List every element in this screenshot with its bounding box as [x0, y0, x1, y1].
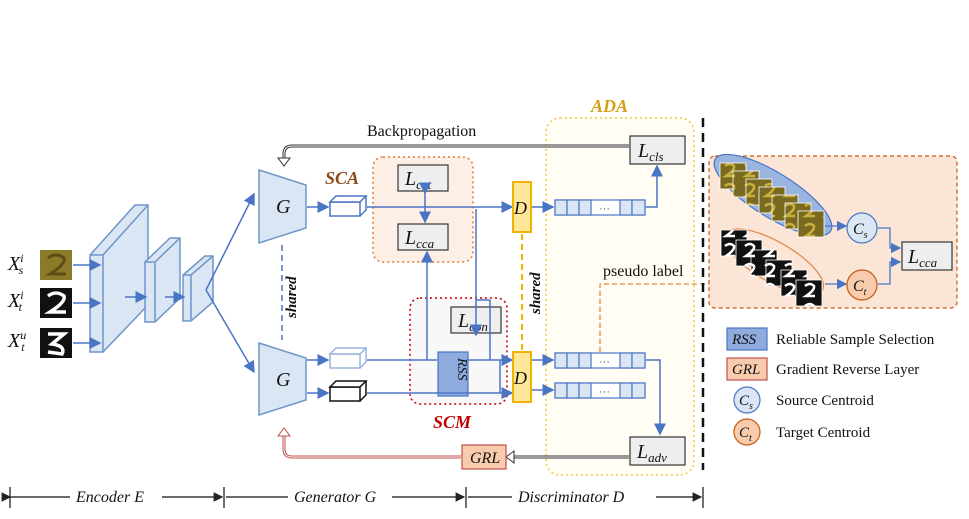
svg-text:Lcca: Lcca	[907, 246, 938, 270]
svg-text:Reliable Sample Selection: Reliable Sample Selection	[776, 332, 935, 348]
ellipsis-top: ···	[599, 203, 610, 215]
discriminator-bottom: D	[512, 351, 532, 403]
output-vector-top	[554, 199, 646, 216]
generator-shared-label: shared	[284, 276, 300, 319]
target-centroid-node: Ct	[846, 269, 878, 301]
svg-text:Ct: Ct	[853, 278, 867, 298]
bottom-ruler	[1, 487, 704, 508]
encoder-blocks	[89, 204, 214, 353]
ada-region	[545, 117, 695, 476]
svg-text:Lcls: Lcls	[637, 140, 664, 164]
inset-loss-cca-box: Lcca	[901, 241, 953, 271]
feature-source	[328, 195, 368, 217]
svg-text:Source Centroid: Source Centroid	[776, 393, 874, 409]
loss-adv-box: Ladv	[629, 436, 686, 466]
rss-block: RSS	[437, 351, 469, 397]
output-vectors	[554, 199, 646, 399]
target-digit	[43, 291, 66, 314]
generator-top: G	[258, 168, 307, 245]
generator-to-feature-arrows	[307, 201, 330, 399]
svg-text:Cs: Cs	[853, 221, 868, 241]
output-vector-mid	[554, 352, 646, 369]
svg-text:RSS: RSS	[731, 332, 757, 348]
encoder-label: Encoder E	[75, 489, 144, 506]
pseudo-label-line	[599, 252, 731, 352]
generator-label: Generator G	[294, 489, 377, 506]
loss-cca-box: Lcca	[397, 223, 449, 251]
grl-arrow-left	[277, 427, 461, 459]
legend-source-centroid: Cs Source Centroid	[733, 386, 874, 414]
legend: RSS Reliable Sample Selection GRL Gradie…	[726, 327, 935, 446]
scm-title: SCM	[433, 412, 472, 432]
inset-arrows	[825, 220, 902, 290]
svg-text:GRL: GRL	[732, 362, 760, 378]
loss-cls-box: Lcls	[629, 135, 686, 165]
encoder-layer-1	[89, 204, 149, 353]
backprop-arrow	[277, 144, 629, 167]
generator-bottom-label: G	[276, 369, 291, 391]
flow-lines	[367, 201, 514, 399]
ellipsis-bottom: ···	[599, 386, 610, 398]
output-vector-bottom	[554, 382, 646, 399]
encoder-arrows	[73, 192, 255, 374]
input-images	[40, 250, 72, 358]
svg-text:D: D	[513, 198, 527, 218]
svg-text:Gradient Reverse Layer: Gradient Reverse Layer	[776, 362, 919, 378]
discriminator-top: D	[512, 181, 532, 233]
generator-top-label: G	[276, 196, 291, 218]
feature-cuboids	[328, 195, 368, 402]
svg-text:Ct: Ct	[739, 425, 752, 444]
sca-title: SCA	[325, 168, 359, 188]
svg-text:RSS: RSS	[454, 357, 469, 381]
ellipsis-mid: ···	[599, 356, 610, 368]
svg-text:Cs: Cs	[739, 393, 753, 412]
svg-text:GRL: GRL	[470, 450, 500, 467]
source-digit	[44, 253, 66, 276]
ada-title: ADA	[590, 96, 628, 116]
loss-cct-box: Lcct	[397, 164, 449, 192]
disc-to-vector-arrows	[532, 164, 666, 436]
target-samples	[720, 229, 823, 307]
feature-unlabeled	[328, 380, 368, 402]
svg-text:Lcca: Lcca	[404, 227, 435, 251]
svg-text:Target Centroid: Target Centroid	[776, 425, 871, 441]
source-samples	[719, 162, 825, 238]
svg-text:Ladv: Ladv	[636, 441, 667, 465]
feature-target	[328, 347, 368, 369]
grl-box: GRL	[461, 444, 507, 470]
legend-target-centroid: Ct Target Centroid	[733, 418, 871, 446]
legend-rss: RSS Reliable Sample Selection	[726, 327, 935, 351]
generator-bottom: G	[258, 341, 307, 417]
pseudo-label-text: pseudo label	[603, 263, 684, 280]
encoder-layer-2	[144, 237, 181, 323]
discriminator-label: Discriminator D	[517, 489, 625, 506]
discriminator-shared-label: shared	[528, 272, 544, 315]
grl-arrow-right	[505, 450, 629, 464]
svg-text:D: D	[513, 368, 527, 388]
source-centroid-node: Cs	[846, 212, 878, 244]
legend-grl: GRL Gradient Reverse Layer	[726, 357, 919, 381]
unlabeled-digit	[47, 332, 69, 356]
encoder-layer-3	[182, 255, 214, 322]
backprop-label: Backpropagation	[367, 123, 476, 140]
